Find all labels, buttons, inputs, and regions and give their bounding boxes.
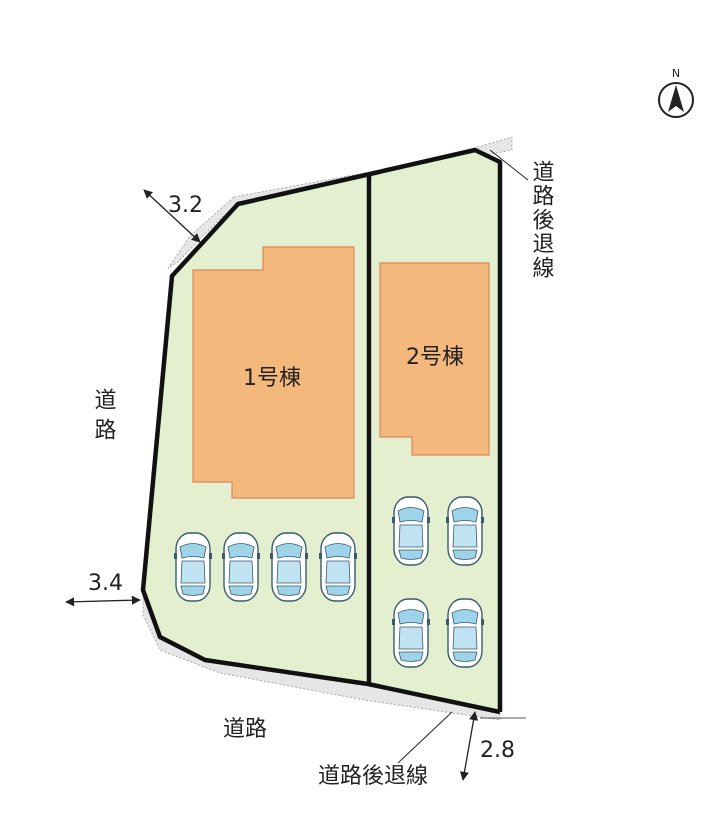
building-2 xyxy=(379,262,490,456)
east-setback-label: 道路後退線 xyxy=(489,149,555,280)
car-icon xyxy=(445,496,485,566)
building-2-label: 2号棟 xyxy=(406,345,464,370)
east-setback-text: 道路後退線 xyxy=(529,160,555,280)
south-setback-label: 道路後退線 xyxy=(318,764,428,789)
dimension-top-left: 3.2 xyxy=(143,189,203,243)
site-boundary xyxy=(140,147,503,715)
building-1-label: 1号棟 xyxy=(243,366,301,391)
north-arrow-icon: N xyxy=(658,67,694,118)
dimension-bottom-left-value: 3.4 xyxy=(88,571,123,596)
dimension-top-left-value: 3.2 xyxy=(168,193,203,218)
car-icon xyxy=(173,532,213,602)
west-road-label: 道路 xyxy=(91,388,117,448)
car-icon xyxy=(221,532,261,602)
dimension-bottom-right: 2.8 xyxy=(459,711,526,781)
dimension-bottom-left: 3.4 xyxy=(65,571,141,607)
car-icon xyxy=(318,532,358,602)
south-setback-leader xyxy=(397,711,453,764)
car-icon xyxy=(391,598,431,668)
compass-label: N xyxy=(672,67,680,80)
car-icon xyxy=(269,532,309,602)
car-icon xyxy=(391,496,431,566)
south-road-label: 道路 xyxy=(223,717,267,742)
building-1 xyxy=(192,246,355,499)
dimension-bottom-right-value: 2.8 xyxy=(480,738,515,763)
car-icon xyxy=(445,598,485,668)
